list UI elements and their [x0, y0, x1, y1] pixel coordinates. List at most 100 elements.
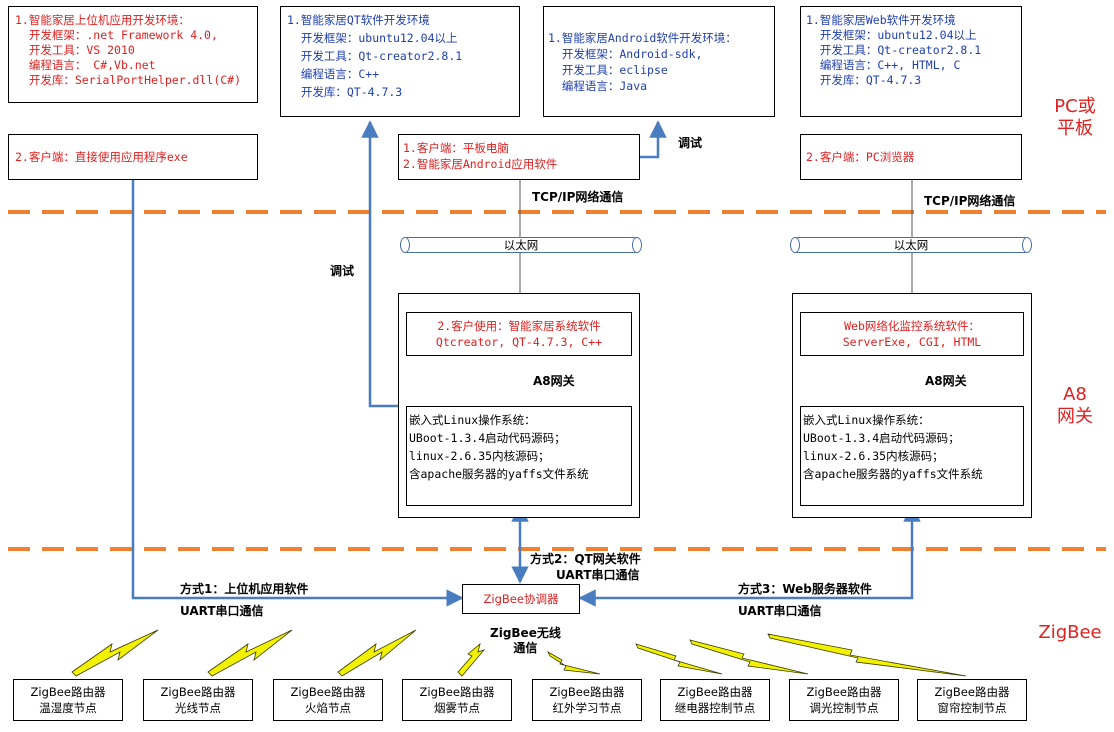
dev-env-line: 开发库：SerialPortHelper.dll(C#) [15, 73, 242, 87]
os-line: linux-2.6.35内核源码； [803, 449, 944, 463]
os-line: 含apache服务器的yaffs文件系统 [409, 467, 589, 481]
a8-gateway-qt: 2.客户使用：智能家居系统软件 Qtcreator, QT-4.7.3, C++… [398, 293, 640, 518]
dev-env-line: 开发工具：Qt-creator2.8.1 [287, 49, 463, 63]
zigbee-router-node: ZigBee路由器 光线节点 [143, 679, 253, 721]
web-app-box: Web网络化监控系统软件： ServerExe, CGI, HTML [800, 312, 1024, 356]
dev-env-line: 开发库：QT-4.7.3 [287, 85, 403, 99]
client-tablet-box: 1.客户端：平板电脑 2.智能家居Android应用软件 [398, 134, 640, 180]
zigbee-router-node: ZigBee路由器 继电器控制节点 [660, 679, 770, 721]
linux-os-box: 嵌入式Linux操作系统： UBoot-1.3.4启动代码源码； linux-2… [800, 406, 1024, 506]
zigbee-router-node: ZigBee路由器 红外学习节点 [532, 679, 642, 721]
dev-env-android: 1.智能家居Android软件开发环境： 开发框架：Android-sdk, 开… [543, 6, 775, 117]
dev-env-title: 1.智能家居Web软件开发环境 [806, 13, 956, 27]
tcpip-label: TCP/IP网络通信 [532, 190, 624, 204]
node-title: ZigBee路由器 [30, 685, 106, 699]
os-line: 含apache服务器的yaffs文件系统 [803, 467, 983, 481]
mode2-label: 方式2：QT网关软件 [530, 552, 641, 566]
qt-app-line: Qtcreator, QT-4.7.3, C++ [435, 335, 603, 349]
mode3-arrow [578, 504, 921, 607]
zone-label-zigbee: ZigBee [1038, 622, 1102, 643]
dev-env-line: 编程语言：Java [548, 79, 648, 93]
os-line: UBoot-1.3.4启动代码源码； [803, 431, 960, 445]
dev-env-line: 开发工具：Qt-creator2.8.1 [806, 43, 982, 57]
os-line: 嵌入式Linux操作系统： [409, 413, 536, 427]
client-browser-label: 2.客户端：PC浏览器 [806, 150, 915, 164]
dev-env-line: 开发框架：ubuntu12.04以上 [287, 31, 458, 45]
uart-label: UART串口通信 [738, 604, 822, 618]
zigbee-router-node: ZigBee路由器 窗帘控制节点 [917, 679, 1027, 721]
web-app-line: Web网络化监控系统软件： [844, 319, 980, 333]
node-title: ZigBee路由器 [419, 685, 495, 699]
dev-env-title: 1.智能家居Android软件开发环境： [548, 31, 737, 45]
os-line: linux-2.6.35内核源码； [409, 449, 550, 463]
lightning-icon [457, 642, 486, 677]
node-subtitle: 红外学习节点 [552, 701, 622, 715]
node-title: ZigBee路由器 [160, 685, 236, 699]
debug-label: 调试 [678, 136, 703, 150]
node-subtitle: 光线节点 [175, 701, 221, 715]
dev-env-line: 编程语言：C++ [287, 67, 380, 81]
zigbee-router-node: ZigBee路由器 烟雾节点 [402, 679, 512, 721]
lightning-icon [767, 633, 967, 677]
node-title: ZigBee路由器 [806, 685, 882, 699]
lightning-icon [689, 639, 809, 675]
client-exe-box: 2.客户端：直接使用应用程序exe [8, 134, 258, 180]
dev-env-title: 1.智能家居上位机应用开发环境： [15, 13, 190, 27]
zigbee-router-node: ZigBee路由器 调光控制节点 [789, 679, 899, 721]
zone-label-pc: PC或 平板 [1054, 96, 1096, 139]
web-app-line: ServerExe, CGI, HTML [842, 335, 982, 349]
client-tablet-line: 1.客户端：平板电脑 [403, 141, 509, 155]
lightning-icon [71, 629, 159, 677]
dev-env-line: 编程语言：C++, HTML, C [806, 58, 961, 72]
uart-label: UART串口通信 [180, 604, 264, 618]
qt-app-box: 2.客户使用：智能家居系统软件 Qtcreator, QT-4.7.3, C++ [406, 312, 632, 356]
a8-gateway-label: A8网关 [533, 374, 575, 388]
mode3-label: 方式3：Web服务器软件 [738, 582, 872, 596]
dev-env-line: 开发框架：ubuntu12.04以上 [806, 28, 977, 42]
dev-env-line: 开发工具：VS 2010 [15, 43, 135, 57]
lightning-icon [635, 643, 723, 675]
client-tablet-line: 2.智能家居Android应用软件 [403, 157, 558, 171]
dev-env-line: 编程语言： C#,Vb.net [15, 58, 156, 72]
dev-env-line: 开发框架：.net Framework 4.0, [15, 28, 218, 42]
dev-env-line: 开发框架：Android-sdk, [548, 47, 703, 61]
mode1-label: 方式1：上位机应用软件 [180, 582, 309, 596]
ethernet-pipe: 以太网 [790, 237, 1032, 253]
node-subtitle: 温湿度节点 [39, 701, 97, 715]
zigbee-router-node: ZigBee路由器 火焰节点 [273, 679, 383, 721]
a8-gateway-label: A8网关 [925, 374, 967, 388]
dev-env-pc-app: 1.智能家居上位机应用开发环境： 开发框架：.net Framework 4.0… [8, 6, 258, 103]
client-browser-box: 2.客户端：PC浏览器 [800, 134, 1022, 180]
lightning-icon [207, 629, 293, 677]
uart-label: UART串口通信 [556, 568, 640, 582]
node-subtitle: 继电器控制节点 [674, 701, 756, 715]
node-title: ZigBee路由器 [549, 685, 625, 699]
node-subtitle: 烟雾节点 [434, 701, 480, 715]
zigbee-wireless-label: ZigBee无线 通信 [490, 626, 561, 655]
zigbee-router-node: ZigBee路由器 温湿度节点 [13, 679, 123, 721]
ethernet-pipe: 以太网 [400, 237, 642, 253]
node-subtitle: 调光控制节点 [809, 701, 879, 715]
dev-env-qt: 1.智能家居QT软件开发环境 开发框架：ubuntu12.04以上 开发工具：Q… [280, 6, 520, 117]
mode1-arrow [124, 156, 464, 607]
dev-env-line: 开发工具：eclipse [548, 63, 668, 77]
debug-arrow-android [640, 120, 667, 159]
a8-gateway-web: Web网络化监控系统软件： ServerExe, CGI, HTML A8网关 … [792, 293, 1032, 518]
node-subtitle: 窗帘控制节点 [937, 701, 1007, 715]
debug-label: 调试 [330, 264, 355, 278]
lightning-icon [547, 650, 601, 675]
os-line: UBoot-1.3.4启动代码源码； [409, 431, 566, 445]
dev-env-web: 1.智能家居Web软件开发环境 开发框架：ubuntu12.04以上 开发工具：… [800, 6, 1022, 117]
node-subtitle: 火焰节点 [305, 701, 351, 715]
lightning-icon [337, 629, 417, 677]
client-exe-label: 2.客户端：直接使用应用程序exe [15, 150, 188, 164]
node-title: ZigBee路由器 [934, 685, 1010, 699]
tcpip-label: TCP/IP网络通信 [924, 194, 1016, 208]
node-title: ZigBee路由器 [290, 685, 366, 699]
linux-os-box: 嵌入式Linux操作系统： UBoot-1.3.4启动代码源码； linux-2… [406, 406, 632, 506]
qt-app-line: 2.客户使用：智能家居系统软件 [437, 319, 601, 333]
node-title: ZigBee路由器 [677, 685, 753, 699]
coordinator-label: ZigBee协调器 [483, 592, 559, 606]
